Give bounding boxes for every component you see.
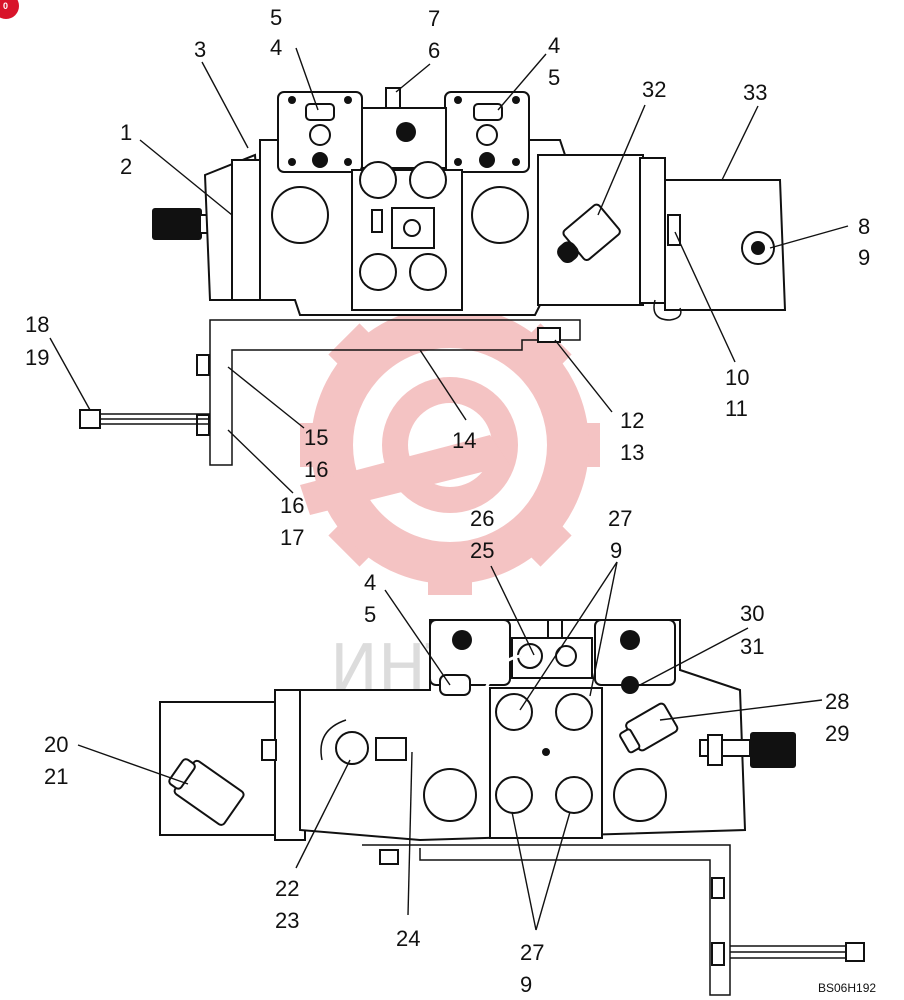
callout-25: 25 [470, 538, 494, 563]
callout-8: 8 [858, 214, 870, 239]
callout-26: 26 [470, 506, 494, 531]
callout-4: 4 [364, 570, 376, 595]
callout-16: 16 [280, 493, 304, 518]
callout-18: 18 [25, 312, 49, 337]
callout-22: 22 [275, 876, 299, 901]
callout-4: 4 [270, 35, 282, 60]
leader-lines [49, 47, 849, 931]
callout-6: 6 [428, 38, 440, 63]
callout-9: 9 [858, 245, 870, 270]
callout-14: 14 [452, 428, 476, 453]
callout-29: 29 [825, 721, 849, 746]
callout-28: 28 [825, 689, 849, 714]
callout-23: 23 [275, 908, 299, 933]
callout-21: 21 [44, 764, 68, 789]
callout-12: 12 [620, 408, 644, 433]
callout-17: 17 [280, 525, 304, 550]
callout-20: 20 [44, 732, 68, 757]
callout-labels: 5 7 4 6 4 5 3 32 33 1 2 8 9 18 19 10 11 … [25, 5, 870, 997]
callout-32: 32 [642, 77, 666, 102]
drawing-code: BS06H192 [818, 981, 876, 995]
svg-text:0: 0 [3, 1, 8, 11]
callout-33: 33 [743, 80, 767, 105]
callout-11: 11 [725, 396, 748, 421]
callout-9: 9 [520, 972, 532, 997]
callout-4: 4 [548, 33, 560, 58]
callout-27: 27 [608, 506, 632, 531]
callout-3: 3 [194, 37, 206, 62]
callout-30: 30 [740, 601, 764, 626]
callout-5: 5 [548, 65, 560, 90]
callout-5: 5 [270, 5, 282, 30]
callout-15: 15 [304, 425, 328, 450]
callout-10: 10 [725, 365, 749, 390]
corner-badge: 0 [0, 0, 19, 19]
callout-7: 7 [428, 6, 440, 31]
bottom-pump-assembly [159, 619, 865, 996]
callout-19: 19 [25, 345, 49, 370]
callout-24: 24 [396, 926, 420, 951]
callout-27: 27 [520, 940, 544, 965]
callout-5: 5 [364, 602, 376, 627]
callout-1: 1 [120, 120, 132, 145]
callout-2: 2 [120, 154, 132, 179]
callout-16: 16 [304, 457, 328, 482]
callout-13: 13 [620, 440, 644, 465]
callout-31: 31 [740, 634, 764, 659]
top-pump-assembly [79, 87, 787, 466]
callout-9: 9 [610, 538, 622, 563]
